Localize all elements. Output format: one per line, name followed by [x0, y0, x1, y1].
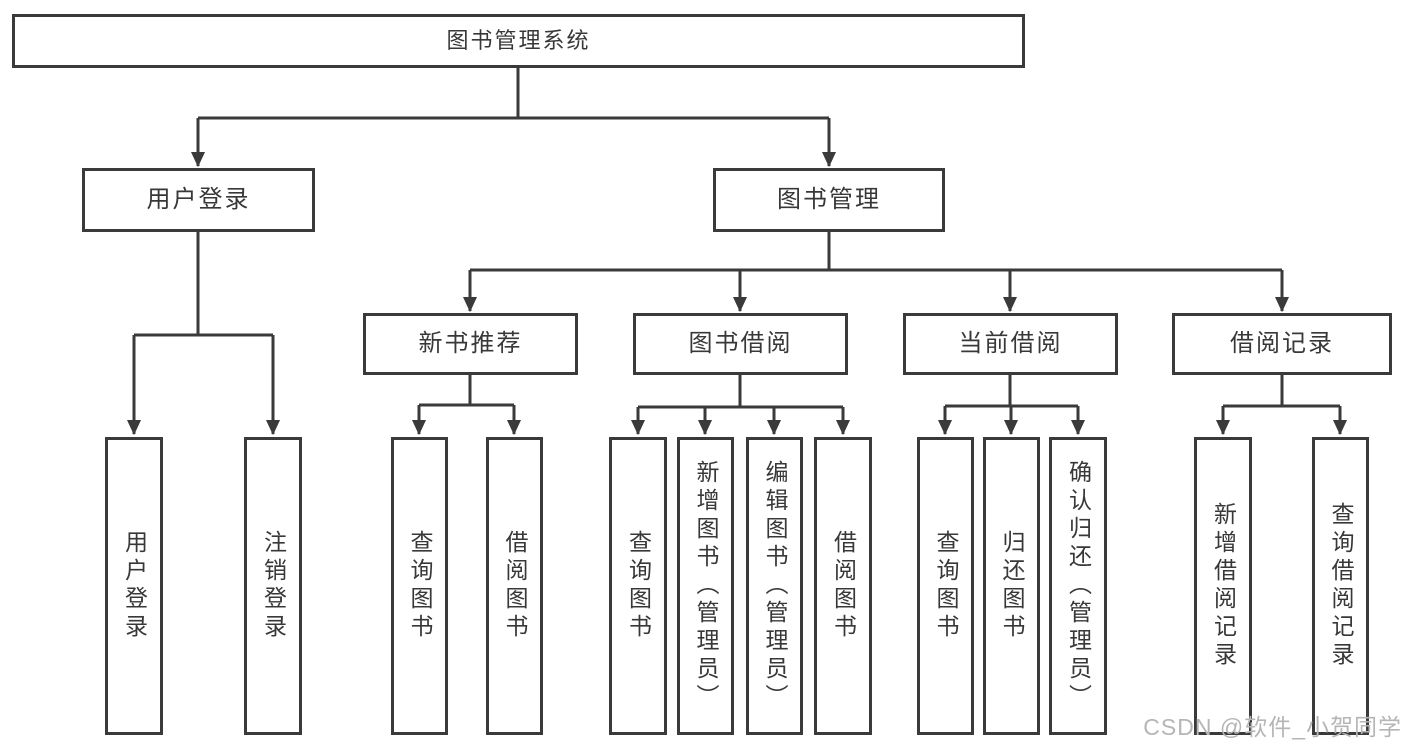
leaf-query-books-borrow: 查询图书 — [609, 437, 667, 735]
node-label: 查询图书 — [933, 530, 959, 642]
node-new-book-recommend: 新书推荐 — [363, 313, 578, 375]
node-user-login-module: 用户登录 — [82, 168, 315, 232]
node-label: 查询图书 — [625, 530, 652, 642]
node-label: 编辑图书（管理员） — [762, 460, 788, 712]
leaf-query-books-current: 查询图书 — [917, 437, 974, 735]
node-label: 借阅图书 — [830, 530, 857, 642]
node-label: 查询图书 — [407, 530, 433, 642]
node-label: 用户登录 — [146, 186, 251, 213]
node-book-borrow: 图书借阅 — [633, 313, 848, 375]
node-label: 新增借阅记录 — [1210, 502, 1237, 670]
node-current-borrow: 当前借阅 — [903, 313, 1118, 375]
leaf-add-borrow-record: 新增借阅记录 — [1194, 437, 1252, 735]
node-label: 归还图书 — [999, 530, 1025, 642]
leaf-return-books: 归还图书 — [983, 437, 1040, 735]
leaf-borrow-books: 借阅图书 — [814, 437, 872, 735]
node-label: 新增图书（管理员） — [693, 460, 719, 712]
leaf-query-books-recommend: 查询图书 — [391, 437, 448, 735]
node-label: 用户登录 — [121, 530, 148, 642]
node-label: 新书推荐 — [418, 330, 523, 357]
node-label: 图书管理 — [777, 186, 881, 213]
node-library-management-system: 图书管理系统 — [12, 14, 1025, 68]
node-label: 注销登录 — [260, 530, 287, 642]
node-borrow-records: 借阅记录 — [1172, 313, 1392, 375]
leaf-edit-book-admin: 编辑图书（管理员） — [746, 437, 803, 735]
node-label: 查询借阅记录 — [1328, 502, 1354, 670]
node-label: 图书管理系统 — [446, 28, 591, 53]
leaf-confirm-return-admin: 确认归还（管理员） — [1049, 437, 1107, 735]
node-label: 借阅图书 — [502, 530, 528, 642]
leaf-query-borrow-record: 查询借阅记录 — [1312, 437, 1369, 735]
node-label: 当前借阅 — [958, 330, 1063, 357]
node-label: 图书借阅 — [688, 330, 793, 357]
csdn-watermark: CSDN @软件_小贺同学 — [1143, 714, 1402, 740]
leaf-user-login: 用户登录 — [105, 437, 163, 735]
leaf-logout-login: 注销登录 — [244, 437, 302, 735]
node-label: 确认归还（管理员） — [1065, 460, 1092, 712]
node-book-management: 图书管理 — [713, 168, 945, 232]
node-label: 借阅记录 — [1230, 330, 1334, 357]
leaf-borrow-books-recommend: 借阅图书 — [486, 437, 543, 735]
leaf-add-book-admin: 新增图书（管理员） — [677, 437, 734, 735]
